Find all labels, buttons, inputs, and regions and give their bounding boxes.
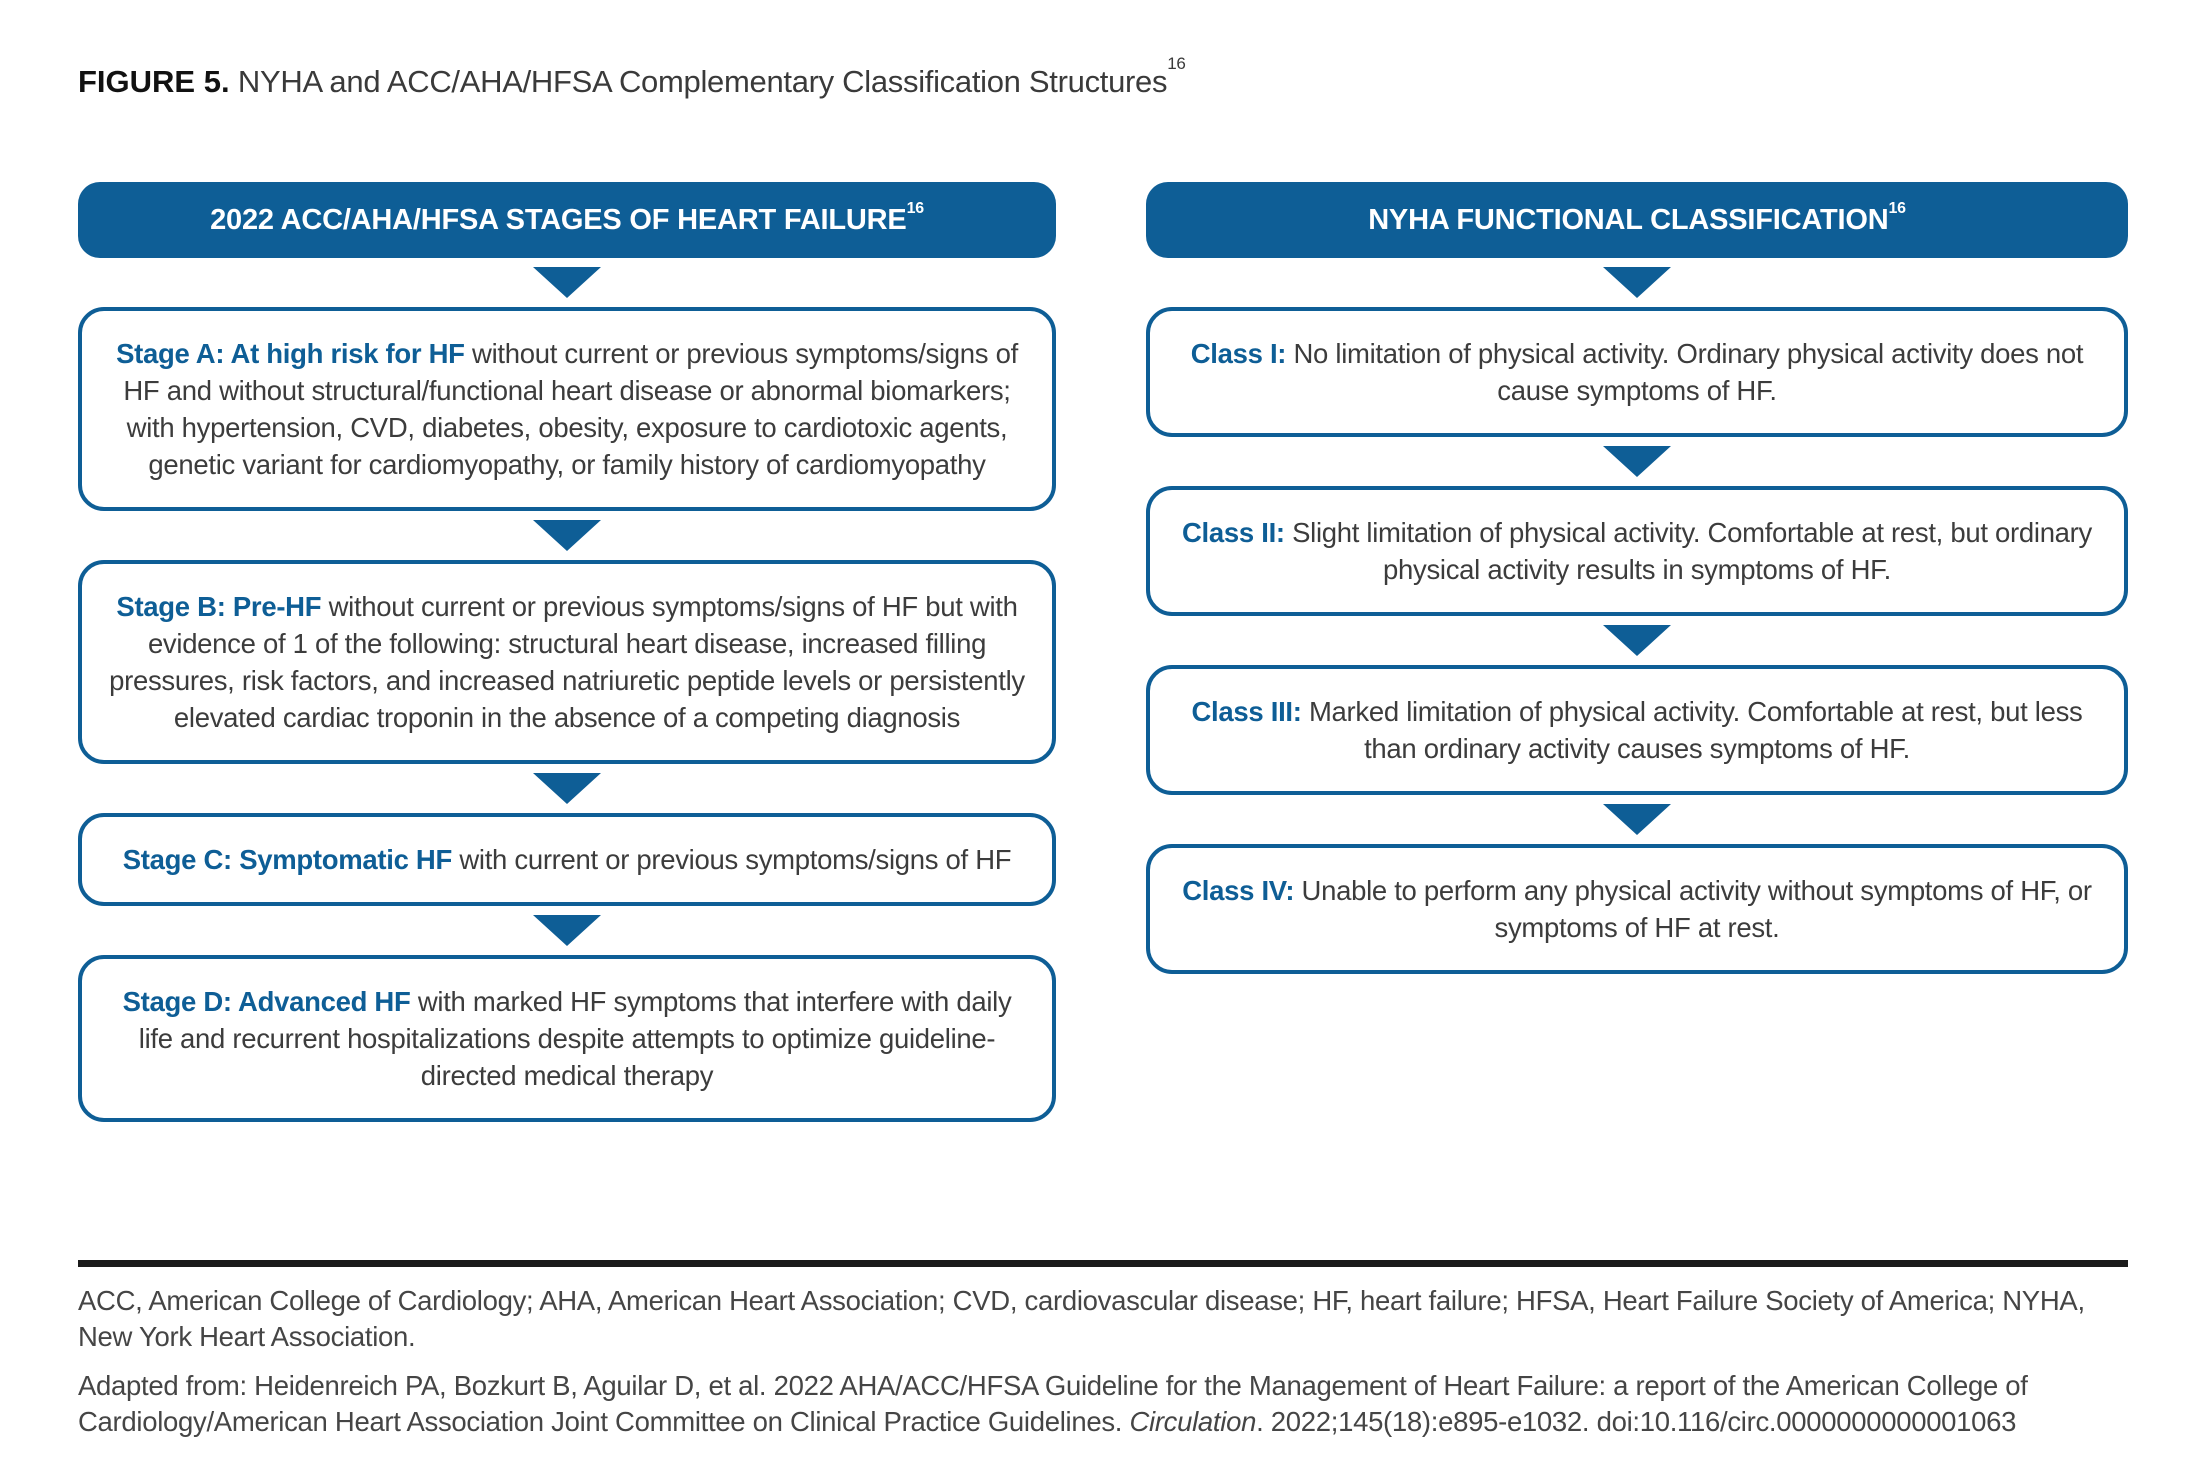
stage-c-box: Stage C: Symptomatic HF with current or … xyxy=(78,813,1056,906)
class-iv-text: Unable to perform any physical activity … xyxy=(1294,875,2093,943)
stage-b-box: Stage B: Pre-HF without current or previ… xyxy=(78,560,1056,764)
stage-b-text: without current or previous symptoms/sig… xyxy=(109,591,1025,733)
stage-c-text: with current or previous symptoms/signs … xyxy=(451,844,1012,875)
down-arrow-icon xyxy=(1603,267,1671,298)
stages-header-label: 2022 ACC/AHA/HFSA STAGES OF HEART FAILUR… xyxy=(210,203,907,236)
class-i-box: Class I: No limitation of physical activ… xyxy=(1146,307,2128,437)
down-arrow-icon xyxy=(1603,625,1671,656)
stage-b-lead: Stage B: Pre-HF xyxy=(116,591,322,622)
stage-d-box: Stage D: Advanced HF with marked HF symp… xyxy=(78,955,1056,1122)
stage-a-lead: Stage A: At high risk for HF xyxy=(116,338,465,369)
stage-c-lead: Stage C: Symptomatic HF xyxy=(122,844,453,875)
down-arrow-icon xyxy=(533,773,601,804)
figure-title: FIGURE 5. NYHA and ACC/AHA/HFSA Compleme… xyxy=(78,55,2078,100)
figure-title-text: NYHA and ACC/AHA/HFSA Complementary Clas… xyxy=(229,64,1168,99)
stage-d-text: with marked HF symptoms that interfere w… xyxy=(138,986,1012,1091)
down-arrow-icon xyxy=(533,915,601,946)
abbreviations-footnote: ACC, American College of Cardiology; AHA… xyxy=(78,1285,2085,1352)
down-arrow-icon xyxy=(533,267,601,298)
stages-column: 2022 ACC/AHA/HFSA STAGES OF HEART FAILUR… xyxy=(78,182,1056,1122)
footer-divider xyxy=(78,1260,2128,1267)
citation-text: Adapted from: Heidenreich PA, Bozkurt B,… xyxy=(78,1370,2028,1437)
stages-column-header: 2022 ACC/AHA/HFSA STAGES OF HEART FAILUR… xyxy=(78,182,1056,258)
class-iii-box: Class III: Marked limitation of physical… xyxy=(1146,665,2128,795)
stage-a-text: without current or previous symptoms/sig… xyxy=(123,338,1018,480)
citation-detail: . 2022;145(18):e895-e1032. doi:10.116/ci… xyxy=(1256,1406,2017,1437)
down-arrow-icon xyxy=(533,520,601,551)
nyha-header-label: NYHA FUNCTIONAL CLASSIFICATION xyxy=(1368,203,1889,236)
figure-label: FIGURE 5. xyxy=(78,64,230,99)
down-arrow-icon xyxy=(1603,446,1671,477)
class-i-lead: Class I: xyxy=(1190,338,1287,369)
citation-journal-name: Circulation xyxy=(1129,1406,1257,1437)
class-ii-box: Class II: Slight limitation of physical … xyxy=(1146,486,2128,616)
class-iii-lead: Class III: xyxy=(1191,696,1302,727)
citation-footnote: Adapted from: Heidenreich PA, Bozkurt B,… xyxy=(78,1368,2128,1440)
class-iii-text: Marked limitation of physical activity. … xyxy=(1301,696,2083,764)
class-ii-text: Slight limitation of physical activity. … xyxy=(1284,517,2092,585)
class-i-text: No limitation of physical activity. Ordi… xyxy=(1286,338,2084,406)
stage-a-box: Stage A: At high risk for HF without cur… xyxy=(78,307,1056,511)
class-iv-box: Class IV: Unable to perform any physical… xyxy=(1146,844,2128,974)
class-iv-lead: Class IV: xyxy=(1182,875,1295,906)
class-ii-lead: Class II: xyxy=(1182,517,1285,548)
stage-d-lead: Stage D: Advanced HF xyxy=(122,986,411,1017)
figure-title-reference: 16 xyxy=(1167,53,1186,73)
down-arrow-icon xyxy=(1603,804,1671,835)
